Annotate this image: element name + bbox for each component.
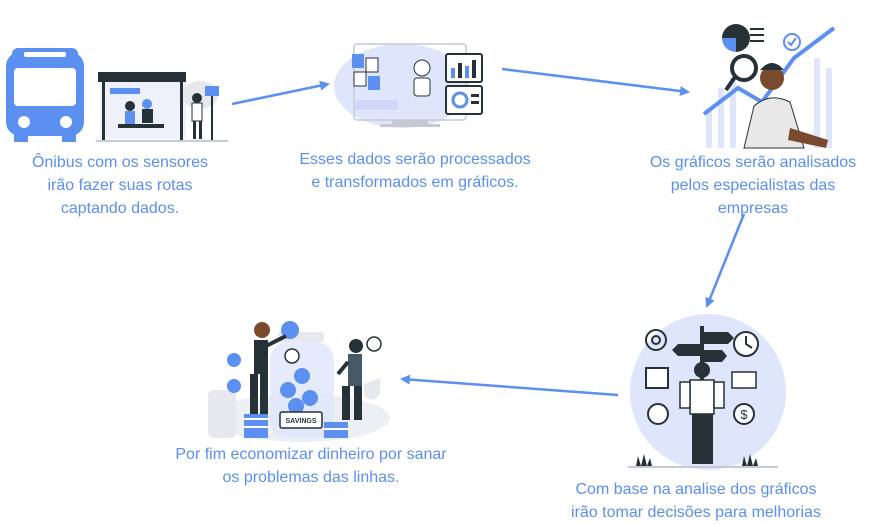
arrow-decide-to-save [400, 374, 619, 397]
caption-bus: Ônibus com os sensores irão fazer suas r… [31, 154, 209, 217]
caption-process: Esses dados serão processados e transfor… [299, 151, 531, 191]
arrow-process-to-analyze [501, 67, 690, 96]
bus-illustration [0, 40, 230, 145]
svg-text:$: $ [740, 407, 748, 422]
savings-jar-label: SAVINGS [286, 418, 317, 425]
caption-analyze: Os gráficos serão analisados pelos espec… [649, 154, 857, 217]
arrow-bus-to-process [231, 80, 330, 106]
analysis-illustration [698, 18, 846, 150]
bus-stop-scene [96, 72, 228, 142]
bus-icon [6, 48, 84, 142]
caption-decide: Com base na analise dos gráficos irão to… [571, 481, 821, 521]
caption-save: Por fim economizar dinheiro por sanar os… [175, 446, 447, 486]
savings-illustration: SAVINGS [204, 318, 396, 442]
processing-illustration [332, 38, 492, 130]
decision-illustration: $ [628, 310, 788, 472]
arrow-analyze-to-decide [705, 213, 746, 308]
